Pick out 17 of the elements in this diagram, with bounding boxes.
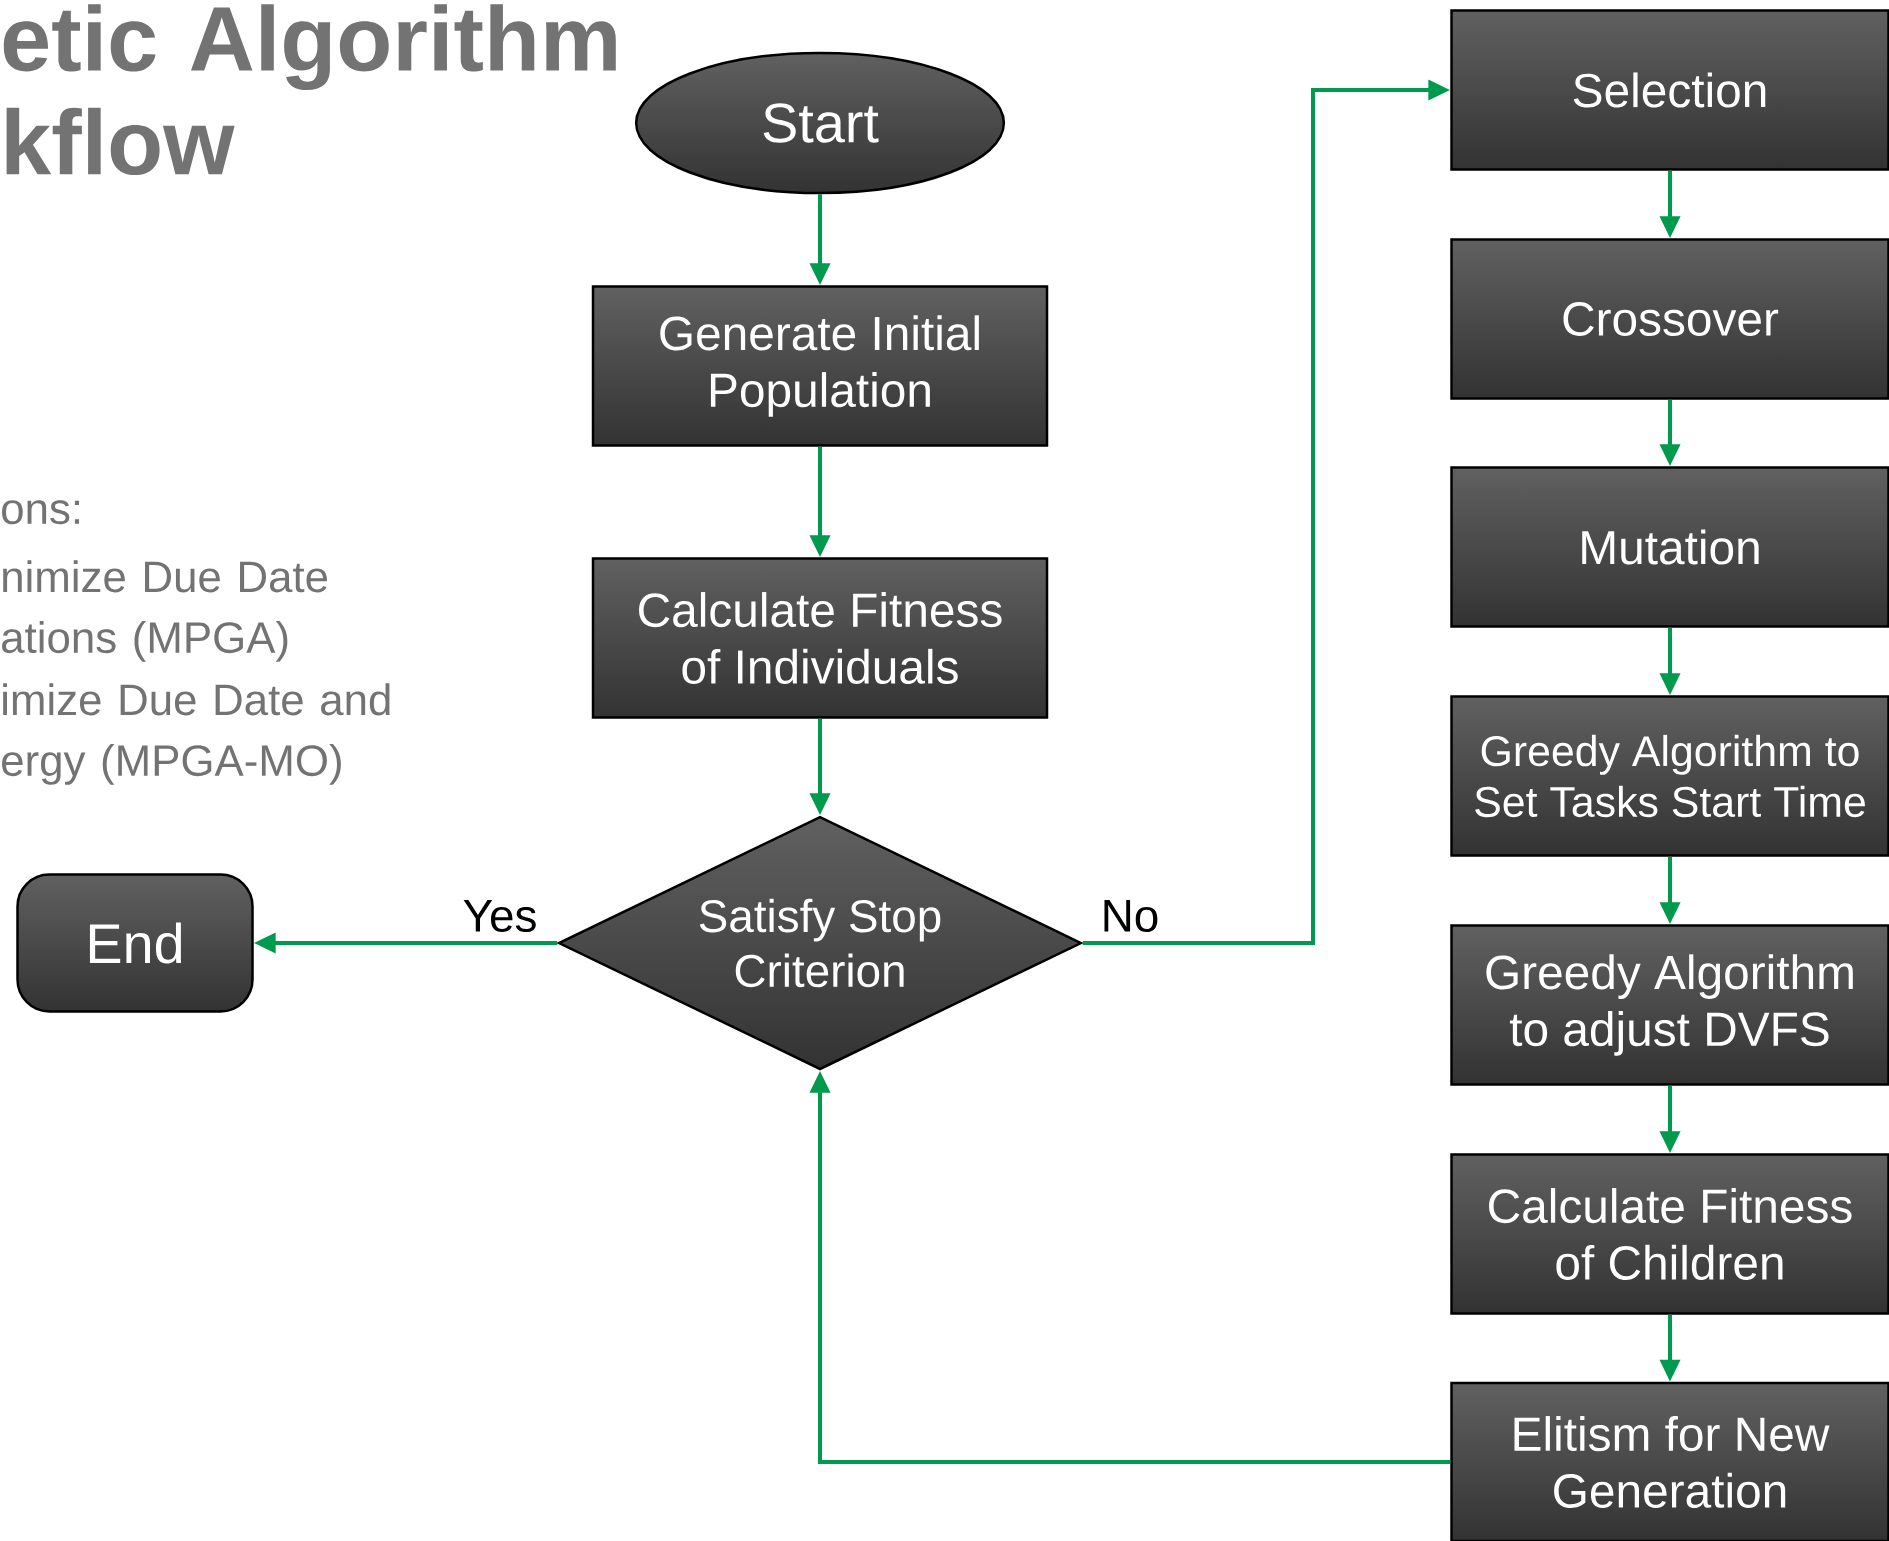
edge-label: Yes [460,898,540,934]
process-box: Elitism for New Generation [1450,1381,1889,1541]
note-text: ons: [2,500,80,525]
process-box: Crossover [1450,238,1889,400]
process-box: Generate Initial Population [591,285,1049,447]
process-box: Greedy Algorithm to adjust DVFS [1450,924,1889,1086]
edge-label: No [1098,898,1162,934]
note-text: imize Due Date and ergy (MPGA-MO) [2,683,390,785]
process-box: Selection [1450,9,1889,171]
process-box: Calculate Fitness of Children [1450,1153,1889,1315]
process-box: Calculate Fitness of Individuals [591,557,1049,719]
process-box: Greedy Algorithm to Set Tasks Start Time [1450,695,1889,857]
title: etic Algorithm kflow [3,4,616,176]
process-box: Mutation [1450,466,1889,628]
end-terminal: End [16,873,254,1013]
note-text: nimize Due Date ations (MPGA) [2,560,328,662]
start-oval: Start [634,51,1006,195]
